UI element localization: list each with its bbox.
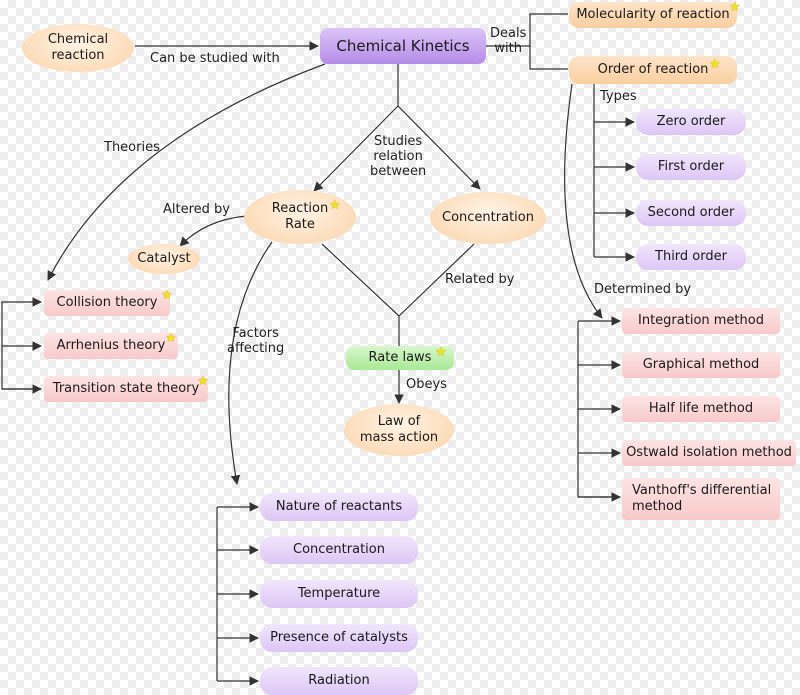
ostwald-isolation-method-node: Ostwald isolation method: [622, 440, 796, 466]
transition-state-theory-node: Transition state theory: [44, 376, 208, 402]
law-of-mass-action-node: Law of mass action: [344, 404, 454, 456]
star-icon: ★: [161, 288, 173, 303]
vanthoff-differential-method-node: Vanthoff's differential method: [622, 478, 780, 520]
half-life-method-node: Half life method: [622, 396, 780, 422]
integration-method-node: Integration method: [622, 308, 780, 334]
star-icon: ★: [197, 374, 209, 389]
second-order-node: Second order: [636, 200, 746, 226]
label-determined-by: Determined by: [594, 282, 692, 297]
nature-of-reactants-node: Nature of reactants: [260, 493, 418, 521]
label-related-by: Related by: [445, 272, 515, 287]
molecularity-node: Molecularity of reaction: [569, 2, 737, 28]
star-icon: ★: [165, 331, 177, 346]
chemical-kinetics-node: Chemical Kinetics: [320, 28, 486, 64]
label-studies-relation-between: Studies relation between: [370, 134, 427, 179]
graphical-method-node: Graphical method: [622, 352, 780, 378]
star-icon: ★: [435, 345, 447, 360]
label-deals-with: Deals with: [490, 26, 527, 56]
label-altered-by: Altered by: [163, 202, 230, 217]
arrhenius-theory-node: Arrhenius theory: [44, 333, 178, 359]
label-factors-affecting: Factors affecting: [227, 326, 285, 356]
star-icon: ★: [729, 0, 741, 15]
collision-theory-node: Collision theory: [44, 290, 170, 316]
label-types: Types: [600, 89, 637, 104]
temperature-node: Temperature: [260, 580, 418, 608]
third-order-node: Third order: [636, 244, 746, 270]
label-obeys: Obeys: [406, 377, 447, 392]
chemical-reaction-node: Chemical reaction: [22, 24, 134, 72]
first-order-node: First order: [636, 154, 746, 180]
catalyst-node: Catalyst: [128, 244, 200, 274]
star-icon: ★: [329, 198, 341, 213]
radiation-node: Radiation: [260, 667, 418, 695]
concentration-factor-node: Concentration: [260, 536, 418, 564]
zero-order-node: Zero order: [636, 109, 746, 135]
star-icon: ★: [709, 57, 721, 72]
label-can-be-studied-with: Can be studied with: [150, 51, 280, 66]
concentration-node: Concentration: [430, 192, 546, 244]
reaction-rate-node: Reaction Rate: [244, 190, 356, 244]
label-theories: Theories: [104, 140, 160, 155]
presence-of-catalysts-node: Presence of catalysts: [260, 624, 418, 652]
rate-laws-node: Rate laws: [346, 346, 454, 370]
order-of-reaction-node: Order of reaction: [569, 56, 737, 84]
